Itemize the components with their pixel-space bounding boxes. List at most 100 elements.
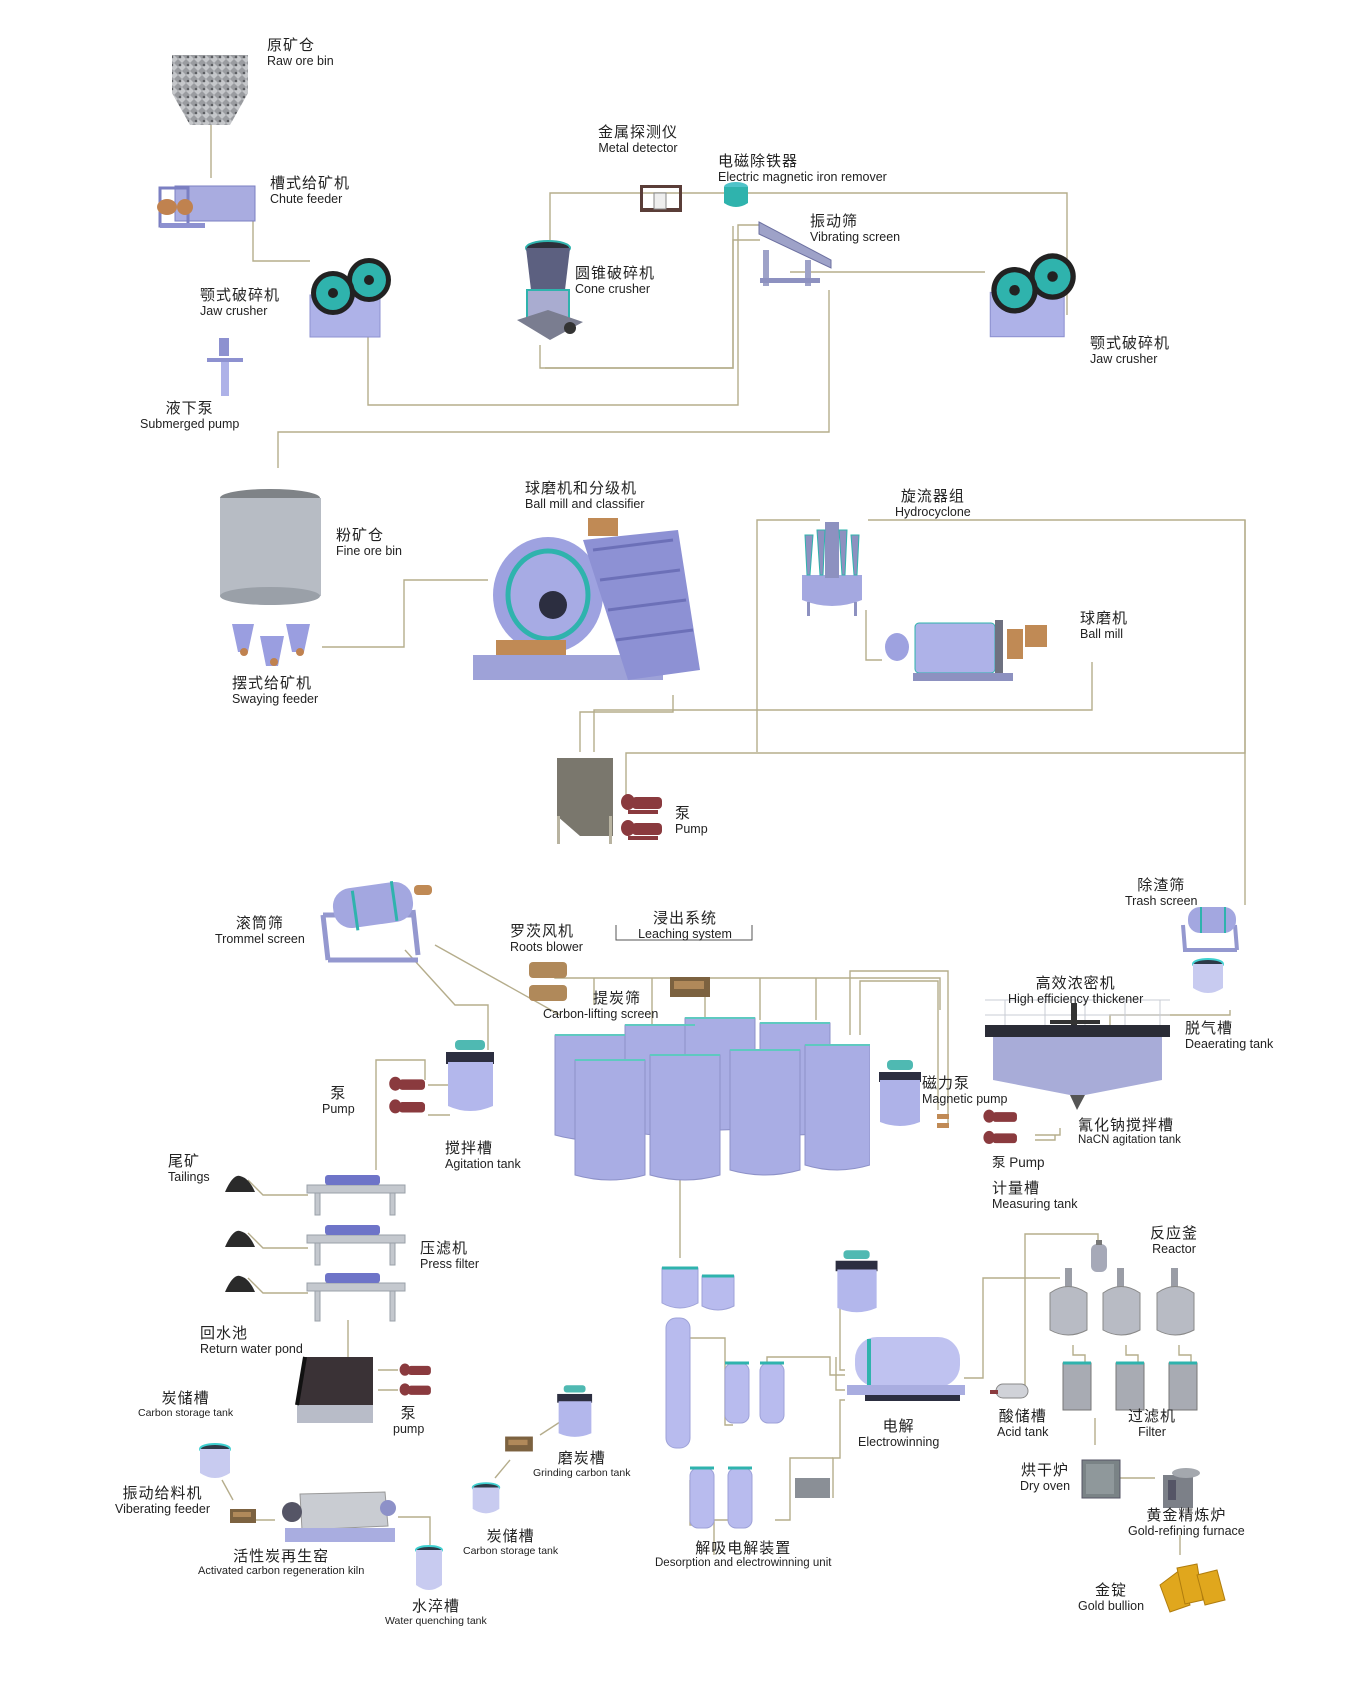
label-zh: 槽式给矿机	[270, 174, 351, 192]
label-zh: 泵	[400, 1404, 417, 1422]
tank-icon	[199, 1443, 231, 1478]
flow-line	[775, 1457, 833, 1521]
label-zh: 粉矿仓	[336, 526, 385, 544]
label-en: Grinding carbon tank	[533, 1467, 631, 1480]
agitation-tank-icon	[835, 1250, 878, 1313]
ore-hopper-icon	[172, 55, 248, 125]
label-zh: 搅拌槽	[445, 1139, 494, 1157]
filter-icon	[1062, 1361, 1198, 1411]
oven-icon	[1081, 1459, 1121, 1499]
label-zh: 烘干炉	[1021, 1461, 1070, 1479]
label-en: Leaching system	[638, 927, 732, 942]
label-en: Ball mill	[1080, 627, 1124, 642]
hydrocyclone-icon	[802, 522, 862, 616]
label-en: Tailings	[168, 1170, 210, 1185]
label-zh: 高效浓密机	[1035, 974, 1116, 992]
magnetic-pump-icon	[879, 1060, 921, 1126]
swaying-feeder-icon	[232, 624, 310, 666]
silo-icon	[220, 489, 321, 605]
label-en: Trommel screen	[215, 932, 305, 947]
label-en: Raw ore bin	[267, 54, 334, 69]
label-zh: 尾矿	[168, 1152, 201, 1170]
ball-mill-icon	[885, 620, 1047, 681]
label-en: Viberating feeder	[115, 1502, 210, 1517]
label-zh: 泵	[675, 804, 692, 822]
label-en: Reactor	[1152, 1242, 1196, 1257]
label-en: High efficiency thickener	[1008, 992, 1144, 1007]
label-ball-mill: 球磨机 Ball mill	[1080, 609, 1129, 642]
label-electrowinning: 电解 Electrowinning	[858, 1417, 939, 1450]
measuring-tank-icon	[1091, 1240, 1107, 1272]
label-tailings-pump: 泵 Pump	[322, 1084, 355, 1117]
label-zh: 活性炭再生窑	[233, 1547, 330, 1565]
label-cone-crusher: 圆锥破碎机 Cone crusher	[575, 264, 656, 297]
label-zh: 振动给料机	[122, 1484, 203, 1502]
tailings-pile-icon	[225, 1275, 255, 1292]
label-en: Carbon storage tank	[463, 1545, 559, 1558]
label-filter: 过滤机 Filter	[1128, 1407, 1176, 1440]
flow-line	[247, 1277, 308, 1294]
label-zh: 球磨机	[1080, 609, 1129, 627]
label-zh: 滚筒筛	[235, 914, 284, 932]
trommel-icon	[1181, 907, 1239, 952]
leaching-tanks	[550, 1015, 871, 1185]
ball-mill-classifier-icon	[473, 518, 700, 680]
label-submerged-pump: 液下泵 Submerged pump	[140, 399, 239, 432]
vertical-pump-icon	[207, 338, 243, 396]
label-en: Hydrocyclone	[895, 505, 971, 520]
label-metal-detector: 金属探测仪 Metal detector	[598, 123, 678, 156]
flow-line	[832, 1399, 845, 1498]
label-en: Return water pond	[200, 1342, 303, 1357]
sump-icon	[557, 758, 613, 844]
reactor-icon	[1049, 1268, 1195, 1336]
column-icon	[661, 1266, 830, 1529]
label-zh: 除渣筛	[1137, 876, 1186, 894]
label-en: Gold bullion	[1078, 1599, 1145, 1614]
label-zh: 原矿仓	[267, 36, 316, 54]
furnace-icon	[1163, 1468, 1200, 1508]
label-en: Carbon storage tank	[138, 1407, 234, 1420]
label-en: Press filter	[420, 1257, 480, 1272]
label-en: Pump	[675, 822, 708, 837]
label-jaw-crusher-2: 颚式破碎机 Jaw crusher	[1090, 334, 1171, 367]
label-chute-feeder: 槽式给矿机 Chute feeder	[270, 174, 351, 207]
label-refining-furnace: 黄金精炼炉 Gold-refining furnace	[1128, 1506, 1245, 1539]
label-zh: 圆锥破碎机	[575, 264, 656, 282]
kiln-icon	[282, 1491, 396, 1542]
flow-line	[579, 695, 674, 752]
label-en: pump	[393, 1422, 425, 1437]
flow-line	[766, 1356, 845, 1376]
label-zh: 水淬槽	[411, 1597, 460, 1615]
label-zh: 反应釜	[1150, 1224, 1199, 1242]
label-zh: 氰化钠搅拌槽	[1078, 1116, 1175, 1134]
label-zh: 压滤机	[420, 1239, 469, 1257]
label-pump: 泵 Pump	[675, 804, 708, 837]
label-return-water-pond: 回水池 Return water pond	[200, 1324, 303, 1357]
label-en: 泵 Pump	[992, 1155, 1045, 1170]
tank-icon	[1192, 958, 1224, 993]
label-water-quenching: 水淬槽 Water quenching tank	[385, 1597, 487, 1627]
label-zh: 罗茨风机	[510, 922, 575, 940]
trommel-icon	[320, 881, 432, 963]
label-en: Agitation tank	[445, 1157, 521, 1172]
magnet-icon	[724, 182, 748, 207]
label-en: Vibrating screen	[810, 230, 901, 245]
label-jaw-crusher-1: 颚式破碎机 Jaw crusher	[200, 286, 280, 319]
screen-icon	[670, 977, 710, 997]
label-zh: 液下泵	[165, 399, 214, 417]
label-ball-mill-classifier: 球磨机和分级机 Ball mill and classifier	[525, 479, 644, 512]
flow-line	[549, 192, 1068, 315]
flow-line	[964, 1277, 1060, 1379]
vibrating-screen-icon	[758, 221, 832, 286]
flow-line	[252, 215, 310, 262]
label-zh: 磨炭槽	[557, 1449, 606, 1467]
label-zh: 电磁除铁器	[718, 152, 799, 170]
flow-line	[849, 970, 949, 1125]
label-acid-tank: 酸储槽 Acid tank	[997, 1407, 1048, 1440]
label-vibrating-screen: 振动筛 Vibrating screen	[810, 212, 901, 245]
flow-line	[404, 949, 489, 1050]
label-zh: 颚式破碎机	[1090, 334, 1171, 352]
flow-line	[545, 239, 760, 369]
